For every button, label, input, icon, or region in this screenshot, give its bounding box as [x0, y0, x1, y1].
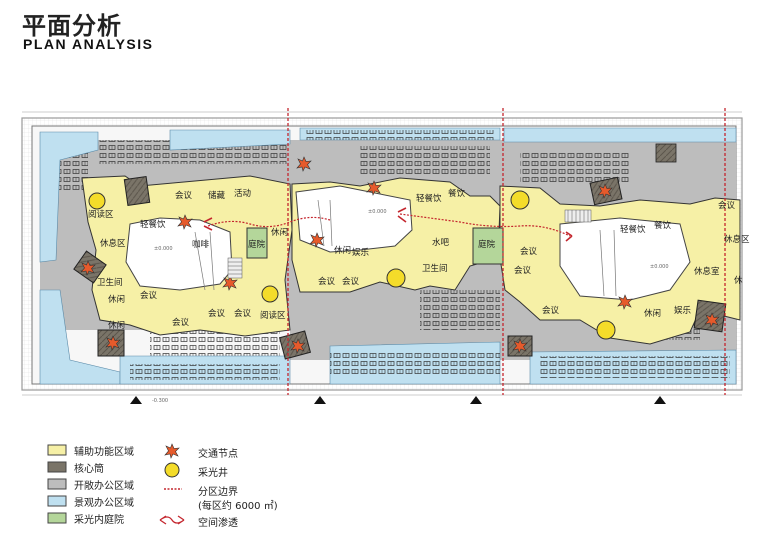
legend-swatch-view-office	[47, 495, 67, 507]
courtyards	[246, 227, 504, 265]
legend-permeation-icon	[159, 515, 185, 525]
permeation-arrows	[203, 207, 573, 242]
courtyard-2	[472, 227, 504, 265]
legend-boundary-label: 分区边界	[198, 487, 238, 498]
label-leisure-3: 休闲	[108, 320, 125, 331]
label-rest-left: 休息区	[100, 238, 126, 249]
legend-courtyard-label: 采光内庭院	[74, 515, 124, 526]
label-meeting-4: 会议	[208, 308, 226, 319]
grid-markers	[130, 396, 666, 404]
label-leisure-4: 休闲	[334, 245, 351, 256]
label-elev-4: -0.300	[152, 398, 168, 404]
circulation-node-1	[177, 214, 193, 230]
label-meeting-9: 会议	[514, 265, 532, 276]
legend-skylight-label: 采光井	[198, 468, 228, 479]
label-toilet-mid: 卫生间	[422, 263, 448, 274]
skylight-4	[510, 190, 530, 210]
label-courtyard-1: 庭院	[248, 239, 266, 250]
label-dining-right: 餐饮	[654, 220, 672, 231]
label-meeting-11: 会议	[718, 200, 736, 211]
label-entertainment-1: 娱乐	[352, 247, 370, 258]
atrium-voids	[125, 185, 691, 301]
legend-swatch-courtyard	[47, 512, 67, 524]
skylight-2	[261, 285, 279, 303]
skylight-3	[386, 268, 406, 288]
label-coffee: 咖啡	[192, 239, 210, 250]
view-office-zones	[39, 127, 737, 385]
legend-core-label: 核心筒	[74, 464, 104, 475]
legend-symbols	[47, 443, 185, 525]
label-leisure-5: 休闲	[644, 308, 661, 319]
skylight-5	[596, 320, 616, 340]
label-reading-area-left: 阅读区	[88, 209, 114, 220]
label-elev-2: ±0.000	[368, 209, 387, 215]
legend-permeation-label: 空间渗透	[198, 518, 238, 529]
label-elev-3: ±0.000	[650, 264, 669, 270]
legend-skylight-icon	[164, 462, 180, 478]
label-storage: 储藏	[208, 190, 226, 201]
stair-details	[227, 209, 592, 279]
label-meeting-5: 会议	[234, 308, 252, 319]
label-leisure-right: 休	[734, 275, 743, 286]
skylight-1	[88, 192, 106, 210]
circulation-nodes	[80, 156, 720, 354]
legend-circulation-icon	[164, 443, 180, 459]
label-rest-right: 休息区	[724, 234, 750, 245]
legend-open-office-label: 开敞办公区域	[74, 481, 134, 492]
label-leisure-1: 休闲	[271, 227, 288, 238]
label-light-dining-mid: 轻餐饮	[416, 193, 442, 204]
label-entertainment-2: 娱乐	[674, 305, 692, 316]
label-toilet-left: 卫生间	[97, 277, 123, 288]
zone-boundaries	[287, 108, 726, 395]
legend-view-office-label: 景观办公区域	[74, 498, 134, 509]
legend-swatch-open-office	[47, 478, 67, 490]
legend-circulation-label: 交通节点	[198, 449, 238, 460]
legend-swatch-core	[47, 461, 67, 473]
label-water-bar: 水吧	[432, 237, 450, 248]
label-meeting-3: 会议	[172, 317, 190, 328]
page-title: 平面分析	[22, 12, 122, 40]
label-light-dining-left: 轻餐饮	[140, 219, 166, 230]
page-subtitle: PLAN ANALYSIS	[23, 36, 154, 52]
label-reading-area-2: 阅读区	[260, 310, 286, 321]
label-meeting-2: 会议	[140, 290, 158, 301]
legend-auxiliary-label: 辅助功能区域	[74, 447, 134, 458]
label-light-dining-right: 轻餐饮	[620, 224, 646, 235]
label-meeting-10: 会议	[542, 305, 560, 316]
label-lounge-right: 休息室	[694, 266, 720, 277]
label-leisure-2: 休闲	[108, 294, 125, 305]
label-meeting-1: 会议	[175, 190, 193, 201]
label-activity: 活动	[234, 188, 252, 199]
legend-swatch-auxiliary	[47, 444, 67, 456]
label-courtyard-2: 庭院	[478, 239, 496, 250]
courtyard-1	[246, 227, 268, 259]
label-elev-1: ±0.000	[154, 246, 173, 252]
label-meeting-6: 会议	[318, 276, 336, 287]
label-meeting-8: 会议	[520, 246, 538, 257]
skylights	[88, 190, 616, 340]
label-dining-mid: 餐饮	[448, 188, 466, 199]
legend-boundary-note: (每区约 6000 ㎡)	[198, 501, 278, 512]
label-meeting-7: 会议	[342, 276, 360, 287]
plan-labels: 阅读区 轻餐饮 会议 储藏 活动 休息区 咖啡 庭院 休闲 卫生间 休闲 休闲 …	[88, 188, 750, 404]
